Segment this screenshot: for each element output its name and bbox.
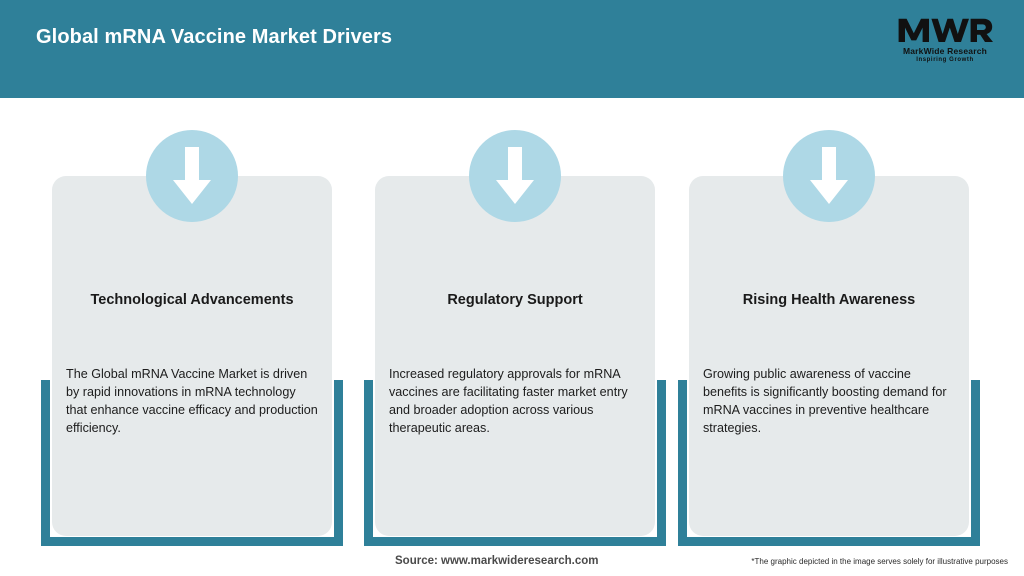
page-title: Global mRNA Vaccine Market Drivers bbox=[36, 26, 393, 48]
frame-left-bar bbox=[41, 380, 50, 546]
frame-bottom-bar bbox=[364, 537, 666, 546]
card-panel: Technological Advancements The Global mR… bbox=[52, 176, 332, 536]
card-title: Rising Health Awareness bbox=[742, 292, 916, 308]
card-title: Regulatory Support bbox=[447, 292, 583, 308]
card-panel: Rising Health Awareness Growing public a… bbox=[689, 176, 969, 536]
frame-right-bar bbox=[334, 380, 343, 546]
disclaimer-note: *The graphic depicted in the image serve… bbox=[751, 557, 1008, 566]
frame-right-bar bbox=[971, 380, 980, 546]
card-frame bbox=[41, 380, 343, 546]
driver-card-3: Rising Health Awareness Growing public a… bbox=[678, 130, 980, 546]
card-description: The Global mRNA Vaccine Market is driven… bbox=[66, 367, 318, 435]
card-panel: Regulatory Support Increased regulatory … bbox=[375, 176, 655, 536]
frame-bottom-bar bbox=[678, 537, 980, 546]
frame-left-bar bbox=[364, 380, 373, 546]
card-description: Increased regulatory approvals for mRNA … bbox=[389, 367, 628, 435]
arrow-down-icon bbox=[783, 130, 875, 222]
brand-logo: MarkWide Research Inspiring Growth bbox=[890, 8, 1000, 70]
arrow-down-glyph bbox=[496, 147, 534, 204]
header-bar: Global mRNA Vaccine Market Drivers MarkW… bbox=[0, 0, 1024, 98]
frame-bottom-bar bbox=[41, 537, 343, 546]
logo-tagline: Inspiring Growth bbox=[916, 57, 974, 63]
card-title: Technological Advancements bbox=[90, 292, 294, 308]
arrow-down-glyph bbox=[173, 147, 211, 204]
arrow-down-glyph bbox=[810, 147, 848, 204]
arrow-down-icon bbox=[469, 130, 561, 222]
arrow-down-icon bbox=[146, 130, 238, 222]
driver-card-1: Technological Advancements The Global mR… bbox=[41, 130, 343, 546]
card-frame bbox=[678, 380, 980, 546]
logo-company-name: MarkWide Research bbox=[902, 46, 988, 56]
driver-card-2: Regulatory Support Increased regulatory … bbox=[364, 130, 666, 546]
source-label: Source: www.markwideresearch.com bbox=[395, 555, 599, 567]
card-frame bbox=[364, 380, 666, 546]
card-description: Growing public awareness of vaccine bene… bbox=[703, 367, 947, 435]
frame-left-bar bbox=[678, 380, 687, 546]
frame-right-bar bbox=[657, 380, 666, 546]
mwr-logo-icon bbox=[898, 18, 993, 42]
